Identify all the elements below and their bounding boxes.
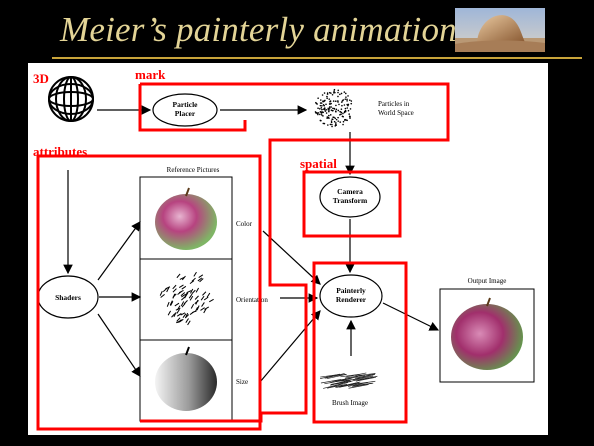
- orientation-label: Orientation: [236, 296, 268, 304]
- painterly-renderer-label-2: Renderer: [336, 295, 367, 304]
- particle-placer-label-2: Placer: [175, 109, 196, 118]
- annotation-spatial: spatial: [300, 156, 337, 171]
- particles-world-label-1: Particles in: [378, 100, 410, 108]
- camera-transform-label-1: Camera: [337, 187, 363, 196]
- flow-arrows: [68, 110, 438, 382]
- brush-image: [320, 373, 377, 389]
- particles-world-label-2: World Space: [378, 109, 414, 117]
- reference-pictures-label: Reference Pictures: [167, 166, 220, 174]
- particle-cloud-icon: [315, 89, 352, 127]
- particle-placer-label-1: Particle: [173, 100, 199, 109]
- output-image-label: Output Image: [468, 277, 507, 285]
- painterly-renderer-label-1: Painterly: [336, 286, 366, 295]
- size-label: Size: [236, 378, 248, 386]
- camera-transform-label-2: Transform: [333, 196, 368, 205]
- annotation-attributes: attributes: [33, 144, 87, 159]
- brush-image-label: Brush Image: [332, 399, 368, 407]
- wire-sphere-icon: [49, 77, 93, 121]
- color-label: Color: [236, 220, 253, 228]
- annotation-mark: mark: [135, 67, 166, 82]
- shaders-label: Shaders: [55, 293, 81, 302]
- annotation-3d: 3D: [33, 71, 49, 86]
